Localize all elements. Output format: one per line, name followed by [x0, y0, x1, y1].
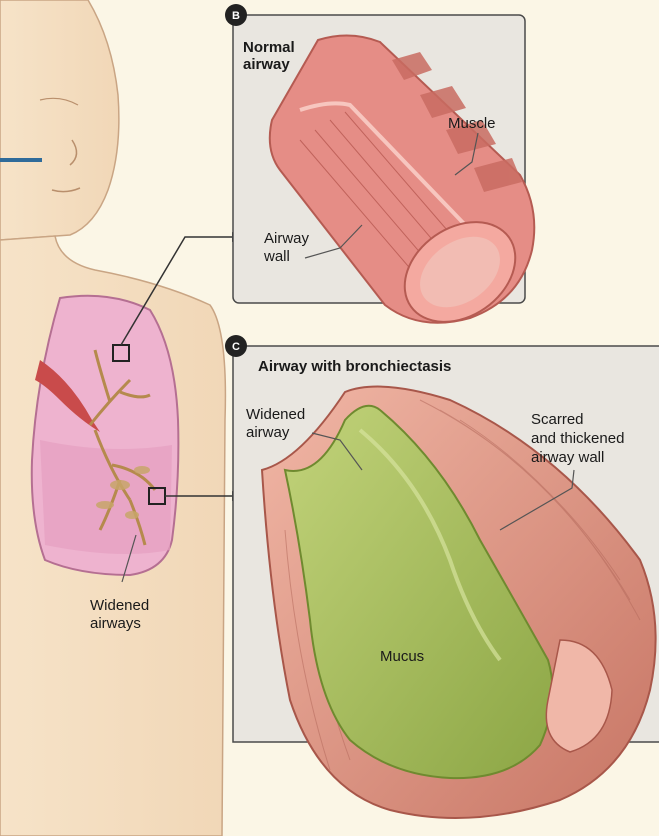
panel-c-badge-text: C — [232, 341, 240, 353]
panel-c-title: Airway with bronchiectasis — [258, 358, 451, 375]
muscle-label: Muscle — [448, 115, 496, 132]
head — [0, 0, 119, 240]
panel-b-badge-text: B — [232, 10, 240, 22]
mucus-label: Mucus — [380, 648, 424, 665]
panel-b: B Normal airway Mus — [225, 4, 534, 342]
